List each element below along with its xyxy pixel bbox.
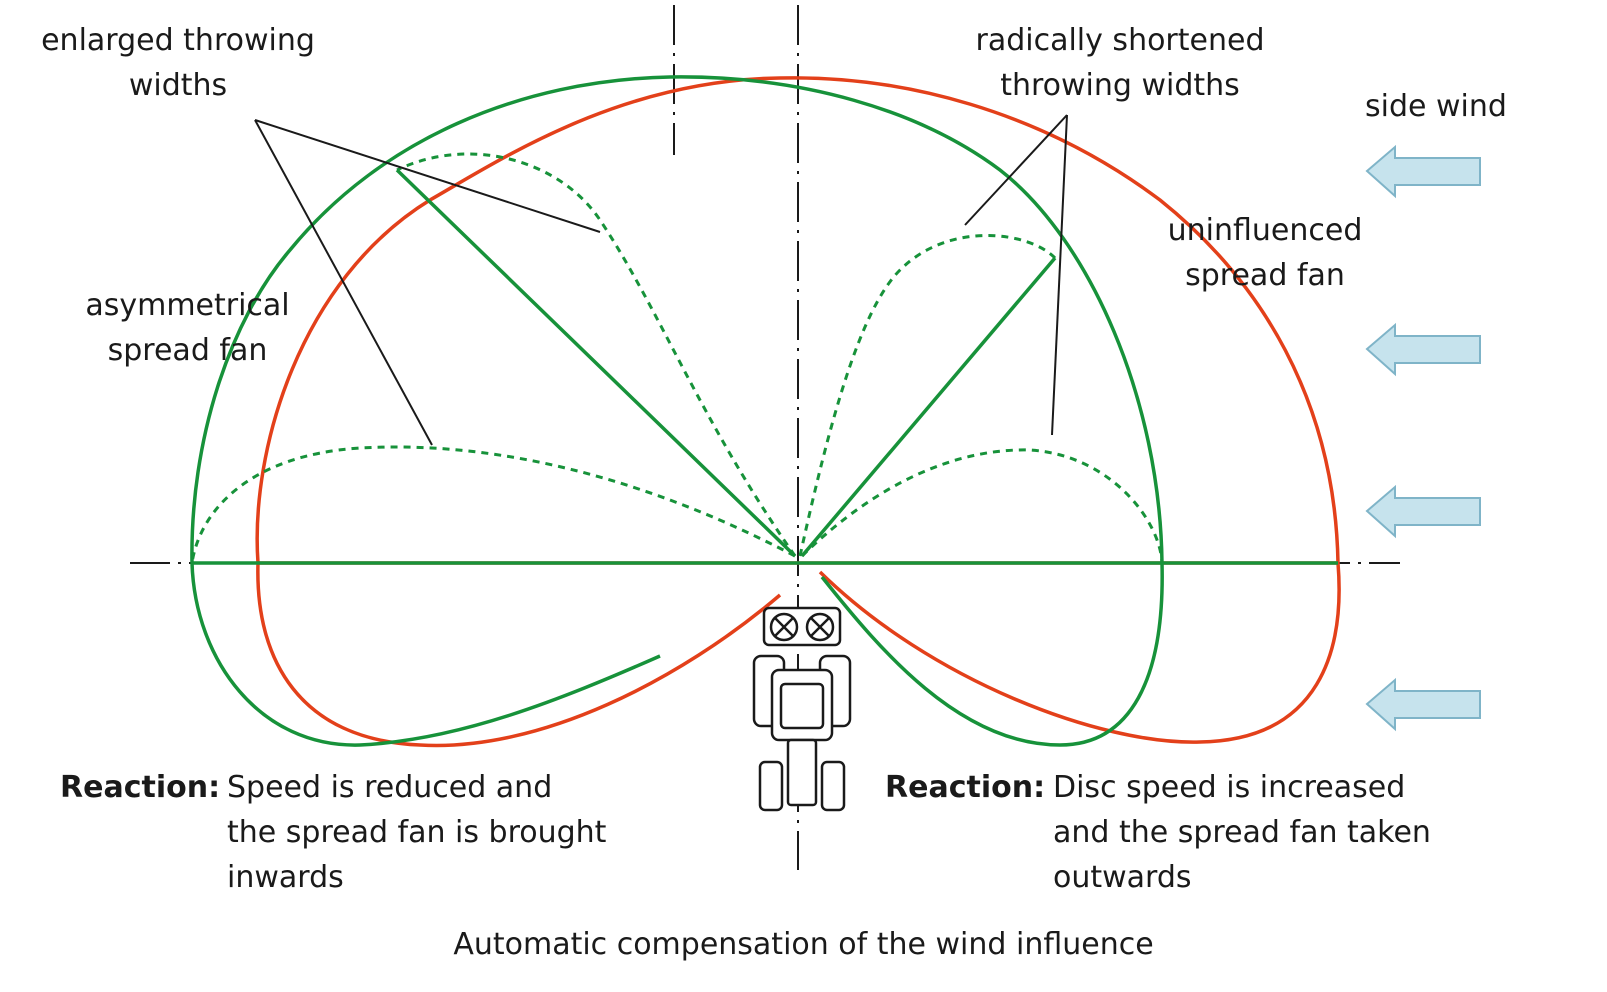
front-wheel-left xyxy=(758,760,784,812)
reaction-right-text: Disc speed is increased and the spread f… xyxy=(1053,770,1431,895)
figure-caption: Automatic compensation of the wind influ… xyxy=(453,927,1154,962)
wind-arrow-2 xyxy=(1365,322,1481,377)
pointer-enlarged-2 xyxy=(254,119,433,446)
label-radically-shortened: radically shortened throwing widths xyxy=(975,23,1265,103)
cab-roof xyxy=(779,682,825,730)
uninfluenced-fan-outline xyxy=(255,76,1341,748)
pointer-enlarged-1 xyxy=(254,119,601,233)
reaction-right-heading: Reaction: xyxy=(885,770,1046,805)
fan-ray-left xyxy=(395,168,797,558)
wind-arrow-1 xyxy=(1365,144,1481,199)
tractor-hood xyxy=(786,738,818,807)
pointer-shortened-1 xyxy=(964,114,1068,226)
reaction-left-heading: Reaction: xyxy=(60,770,221,805)
wind-arrow-4 xyxy=(1365,677,1481,732)
dotted-lobes xyxy=(190,152,1164,564)
front-wheel-right xyxy=(820,760,846,812)
tractor-icon xyxy=(752,606,852,812)
asymmetrical-fan-outline xyxy=(190,75,1164,747)
label-enlarged-throwing-widths: enlarged throwing widths xyxy=(41,23,315,103)
dotted-lobe-right-high xyxy=(798,234,1057,557)
dotted-lobe-left-low xyxy=(190,445,796,564)
label-side-wind: side wind xyxy=(1365,89,1507,124)
reaction-left-text: Speed is reduced and the spread fan is b… xyxy=(227,770,607,895)
annotation-pointers xyxy=(254,114,1068,446)
dotted-lobe-right-low xyxy=(800,448,1164,564)
side-wind-arrows xyxy=(1365,144,1481,732)
label-uninfluenced-spread-fan: uninfluenced spread fan xyxy=(1167,213,1363,293)
pointer-shortened-2 xyxy=(1051,114,1068,436)
label-asymmetrical-spread-fan: asymmetrical spread fan xyxy=(85,288,290,368)
fan-ray-right xyxy=(800,256,1057,558)
wind-arrow-3 xyxy=(1365,484,1481,539)
